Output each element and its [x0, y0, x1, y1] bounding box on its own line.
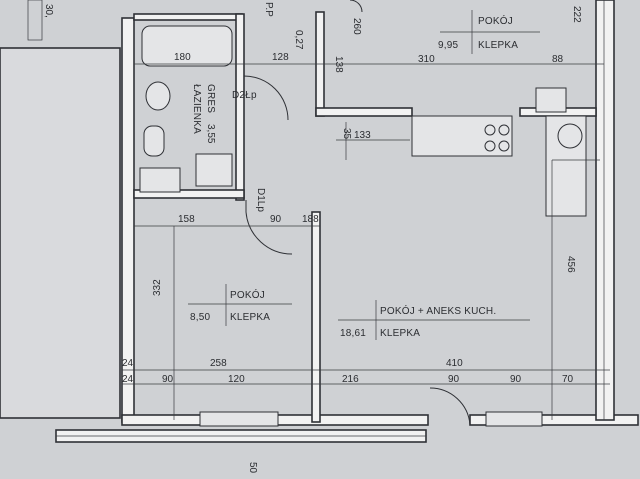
- bathroom-right-wall: [235, 13, 245, 201]
- top-room-name: POKÓJ: [478, 14, 513, 27]
- top-room-area: 9,95: [438, 40, 459, 51]
- dim-label: 50: [247, 462, 258, 474]
- living-kitchen-area: 18,61: [340, 328, 366, 339]
- dim-label: 158: [178, 214, 195, 225]
- side-room-name: P.P: [263, 2, 274, 17]
- room-door-swing: [245, 200, 293, 255]
- dim-label: 260: [351, 18, 362, 35]
- bathroom-top-wall: [133, 13, 243, 21]
- neighbour-area: [0, 47, 121, 419]
- washbasin: [139, 167, 181, 193]
- washing-machine: [145, 81, 171, 111]
- bathroom-door-swing: [243, 75, 289, 121]
- dim-label: 30,: [43, 4, 54, 18]
- boiler: [535, 87, 567, 113]
- dim-label: 180: [174, 52, 191, 63]
- hob-burner: [484, 140, 496, 152]
- dim-label: 258: [210, 358, 227, 369]
- dim-label: 188: [302, 214, 319, 225]
- window: [485, 411, 543, 427]
- top-room-bottom-wall: [315, 107, 413, 117]
- balcony-door-swing: [429, 387, 471, 426]
- dim-label: 133: [354, 130, 371, 141]
- bathroom-name: ŁAZIENKA: [191, 84, 202, 134]
- living-kitchen-finish: KLEPKA: [380, 328, 420, 339]
- dim-label: 24: [122, 358, 134, 369]
- bottom-wall-right: [469, 414, 639, 426]
- room-door-label: D1Lp: [255, 188, 266, 212]
- dim-label: 410: [446, 358, 463, 369]
- bathtub: [141, 25, 233, 67]
- top-room-finish: KLEPKA: [478, 40, 518, 51]
- small-room-name: POKÓJ: [230, 288, 265, 301]
- dim-label: 332: [152, 279, 163, 296]
- window: [199, 411, 279, 427]
- dim-label: 90: [270, 214, 282, 225]
- bathroom-area: 3,55: [205, 124, 216, 144]
- side-room-area: 0,27: [293, 30, 304, 50]
- bathroom-door-label: D2Łp: [232, 90, 257, 101]
- small-room-finish: KLEPKA: [230, 312, 270, 323]
- dim-label: 90: [510, 374, 522, 385]
- kitchen-sink: [557, 123, 583, 149]
- hob-burner: [498, 124, 510, 136]
- bathroom-finish: GRES: [205, 84, 216, 113]
- shower-tray: [195, 153, 233, 187]
- dim-label: 35: [341, 128, 352, 140]
- dim-label: 90: [448, 374, 460, 385]
- right-wall: [595, 0, 615, 421]
- hob-burner: [484, 124, 496, 136]
- dim-label: 138: [333, 56, 344, 73]
- toilet: [143, 125, 165, 157]
- dim-label: 24: [122, 374, 134, 385]
- small-room-area: 8,50: [190, 312, 211, 323]
- dim-label: 222: [571, 6, 582, 23]
- kitchen-counter: [411, 115, 513, 157]
- dim-label: 128: [272, 52, 289, 63]
- dim-label: 90: [162, 374, 174, 385]
- dim-label: 310: [418, 54, 435, 65]
- living-kitchen-name: POKÓJ + ANEKS KUCH.: [380, 304, 496, 317]
- hob-burner: [498, 140, 510, 152]
- top-left-shaft: [27, 0, 43, 41]
- top-door-swing: [349, 0, 363, 13]
- dim-label: 120: [228, 374, 245, 385]
- dim-label: 216: [342, 374, 359, 385]
- bathroom-bottom-wall: [133, 189, 245, 199]
- dim-label: 88: [552, 54, 564, 65]
- small-room-wall: [311, 211, 321, 423]
- dim-label: 70: [562, 374, 574, 385]
- kitchen-counter-side: [545, 115, 587, 217]
- dim-label: 456: [565, 256, 576, 273]
